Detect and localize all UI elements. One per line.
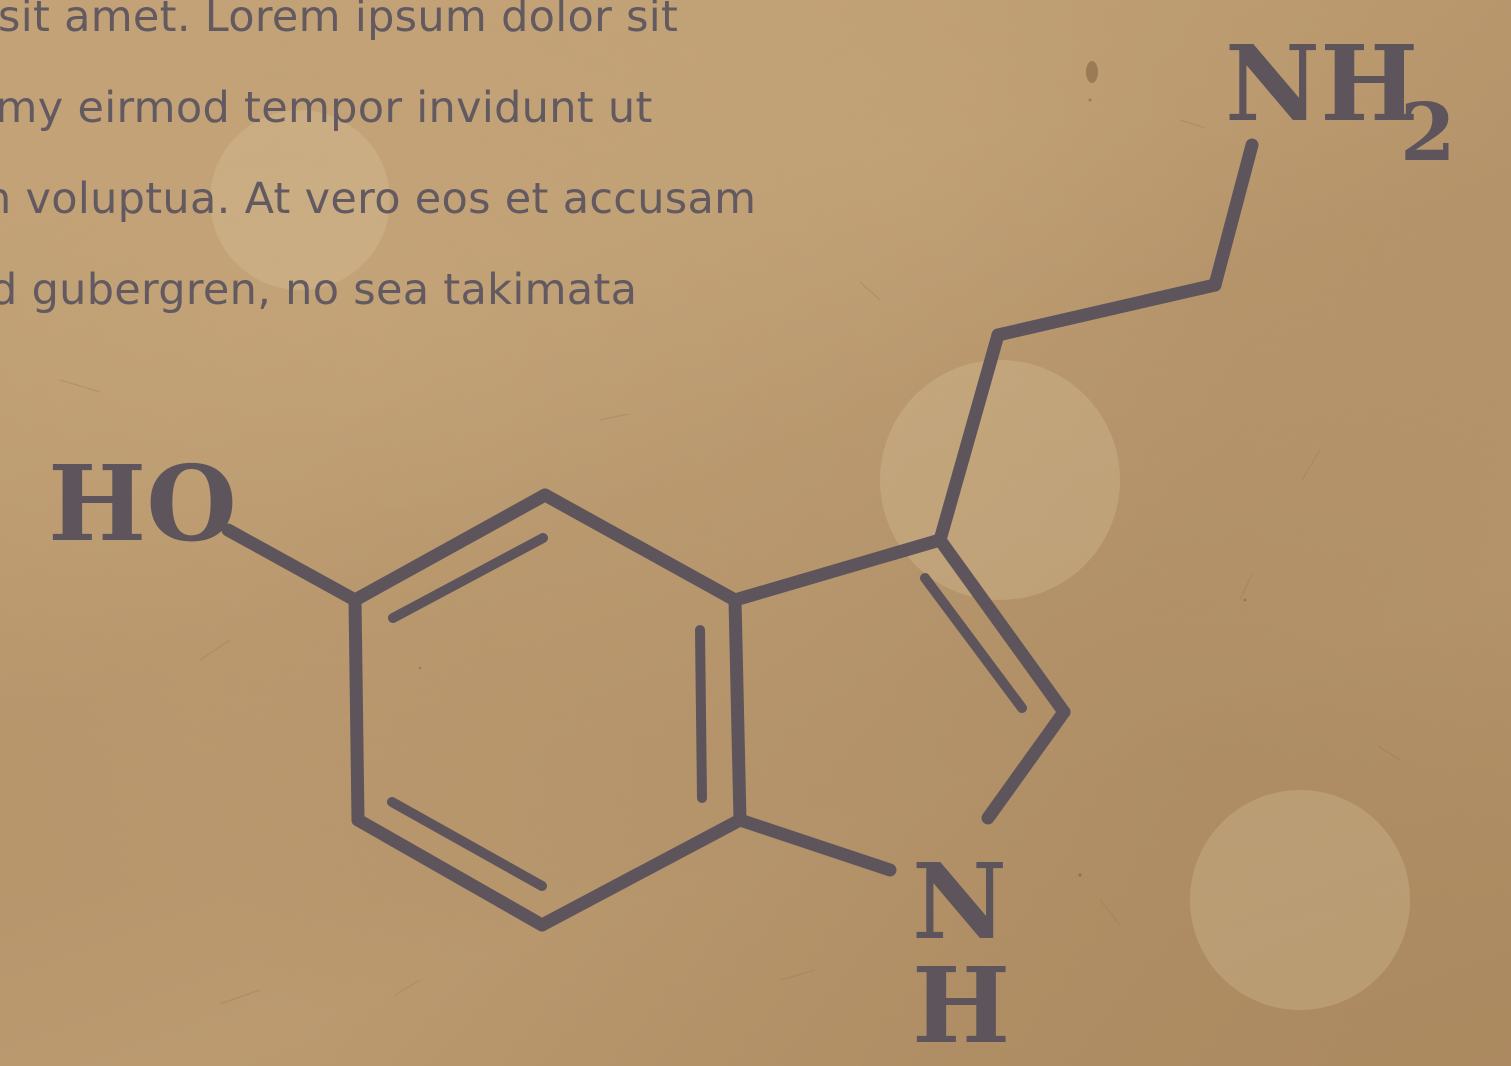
double-bond-c5-c4 <box>388 533 548 623</box>
atom-labels: HO NH 2 N H <box>48 22 1456 1066</box>
bond-ca-cb <box>991 278 1222 342</box>
bond-c3a-c7a <box>728 593 747 827</box>
ring-hydrogen-label: H <box>912 944 1010 1066</box>
hydroxyl-label: HO <box>48 442 237 565</box>
ring-nitrogen-label: N <box>912 840 1007 963</box>
double-bond-c3a-c7a <box>695 625 707 803</box>
body-text-line-2: umy eirmod tempor invidunt ut <box>0 83 653 133</box>
body-text-line-1: sit amet. Lorem ipsum dolor sit <box>0 0 679 42</box>
bond-c2-n1 <box>981 705 1071 825</box>
bond-c5-oh <box>221 523 362 607</box>
bond-c5-c4 <box>348 488 552 607</box>
double-bond-c7-c6 <box>387 797 547 891</box>
bond-c7a-n1 <box>733 813 897 877</box>
amine-label: NH <box>1225 22 1418 145</box>
body-text-line-4: d gubergren, no sea takimata <box>0 265 638 315</box>
bond-c7a-c7 <box>535 813 747 932</box>
bond-c3-ca <box>933 328 1005 547</box>
body-text-paragraph: sit amet. Lorem ipsum dolor sit umy eirm… <box>0 0 860 336</box>
bond-c6-c5 <box>348 593 365 827</box>
double-bond-c3-c2 <box>920 573 1027 713</box>
bond-c3a-c3 <box>728 533 947 607</box>
bond-c7-c6 <box>351 813 549 932</box>
bonds <box>221 138 1259 932</box>
bond-cb-nh2 <box>1208 138 1259 292</box>
bond-c4-c3a <box>538 488 742 607</box>
bond-c3-c2 <box>933 533 1071 719</box>
body-text-line-3: n voluptua. At vero eos et accusam <box>0 174 757 224</box>
amine-subscript: 2 <box>1400 85 1456 179</box>
